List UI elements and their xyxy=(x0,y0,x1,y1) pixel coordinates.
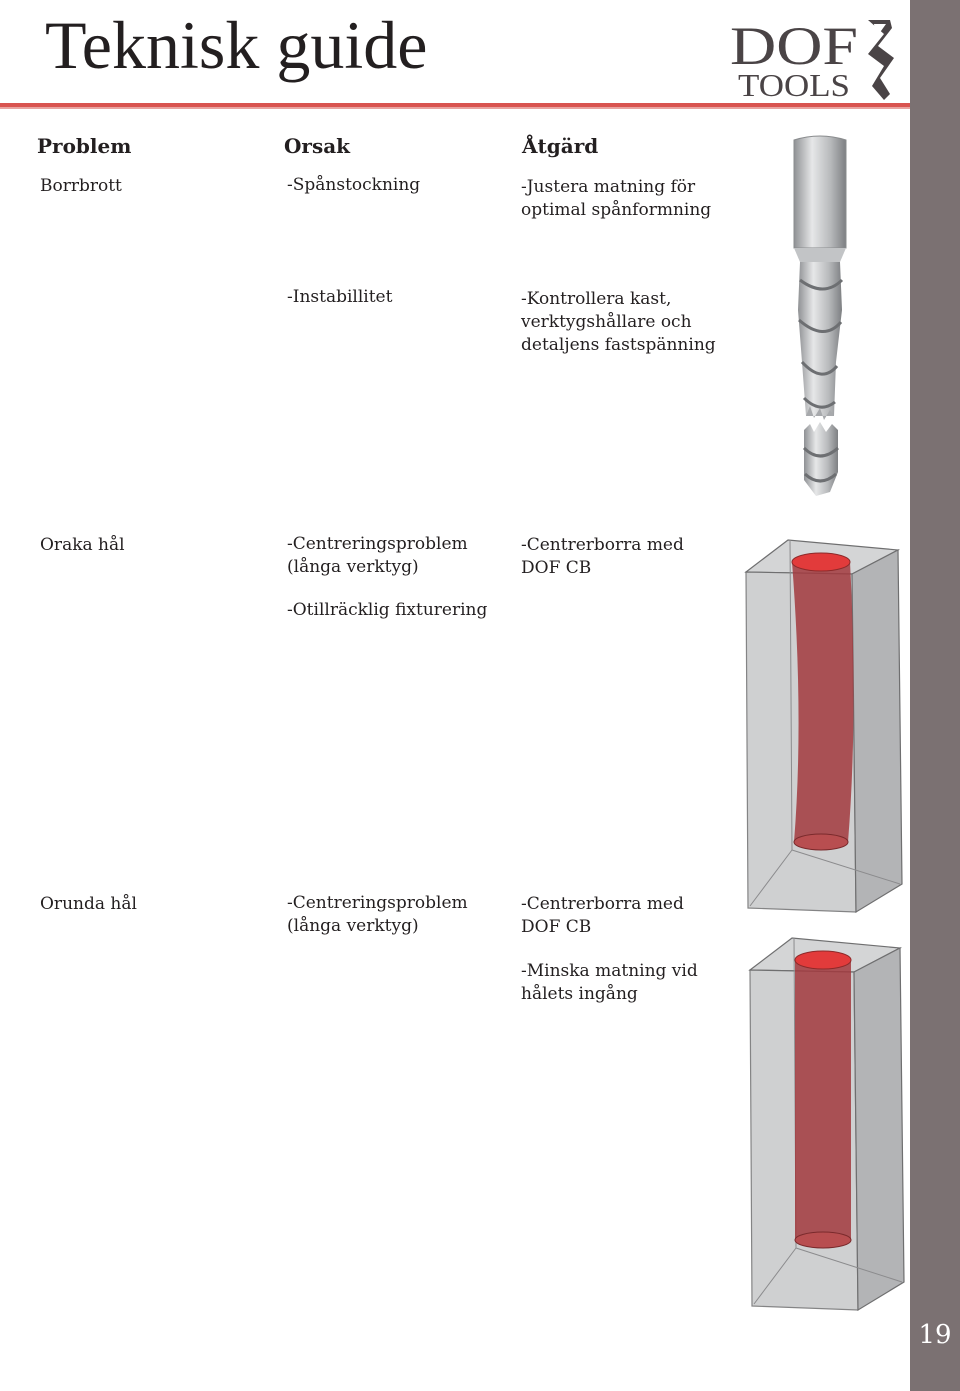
drill-bit-logo-icon xyxy=(868,20,894,100)
header-divider xyxy=(0,103,910,109)
header-orsak: Orsak xyxy=(284,134,351,158)
cause-cell: -Otillräcklig fixturering xyxy=(287,599,487,622)
action-cell: -Centrerborra med DOF CB xyxy=(521,893,684,939)
action-line: hålets ingång xyxy=(521,984,638,1004)
page-title: Teknisk guide xyxy=(45,7,428,83)
action-line: optimal spånformning xyxy=(521,200,712,220)
action-line: -Justera matning för xyxy=(521,177,696,197)
cause-line: -Otillräcklig fixturering xyxy=(287,600,488,620)
action-line: -Centrerborra med xyxy=(521,894,684,914)
cause-line: -Centreringsproblem xyxy=(287,534,468,554)
logo-tools-text: TOOLS xyxy=(738,67,850,102)
curved-hole-block-icon xyxy=(744,539,903,914)
cause-line: -Spånstockning xyxy=(287,175,421,195)
action-cell: -Minska matning vid hålets ingång xyxy=(521,960,698,1006)
page-number: 19 xyxy=(918,1320,952,1350)
page-sidebar xyxy=(910,0,960,1391)
action-line: detaljens fastspänning xyxy=(521,335,716,355)
action-cell: -Justera matning för optimal spånformnin… xyxy=(521,176,711,222)
cause-line: (långa verktyg) xyxy=(287,916,419,936)
action-cell: -Centrerborra med DOF CB xyxy=(521,534,684,580)
action-cell: -Kontrollera kast, verktygshållare och d… xyxy=(521,288,716,357)
cause-line: (långa verktyg) xyxy=(287,557,419,577)
logo-dof-text: DOF xyxy=(730,16,858,76)
header-atgard: Åtgärd xyxy=(522,134,599,158)
problem-cell: Borrbrott xyxy=(40,175,122,198)
problem-label: Borrbrott xyxy=(40,176,122,196)
problem-label: Oraka hål xyxy=(40,535,125,555)
action-line: DOF CB xyxy=(521,558,592,578)
cause-line: -Centreringsproblem xyxy=(287,893,468,913)
cause-cell: -Instabillitet xyxy=(287,286,392,309)
problem-cell: Oraka hål xyxy=(40,534,125,557)
problem-cell: Orunda hål xyxy=(40,893,137,916)
cause-line: -Instabillitet xyxy=(287,287,393,307)
problem-label: Orunda hål xyxy=(40,894,137,914)
cause-cell: -Centreringsproblem (långa verktyg) xyxy=(287,533,468,579)
cause-cell: -Spånstockning xyxy=(287,174,420,197)
action-line: DOF CB xyxy=(521,917,592,937)
action-line: -Kontrollera kast, xyxy=(521,289,672,309)
dof-tools-logo: DOF TOOLS xyxy=(730,16,894,102)
straight-hole-block-icon xyxy=(748,937,905,1312)
broken-drill-icon xyxy=(793,135,847,496)
action-line: -Minska matning vid xyxy=(521,961,698,981)
cause-cell: -Centreringsproblem (långa verktyg) xyxy=(287,892,468,938)
action-line: verktygshållare och xyxy=(521,312,692,332)
action-line: -Centrerborra med xyxy=(521,535,684,555)
header-problem: Problem xyxy=(37,134,132,158)
